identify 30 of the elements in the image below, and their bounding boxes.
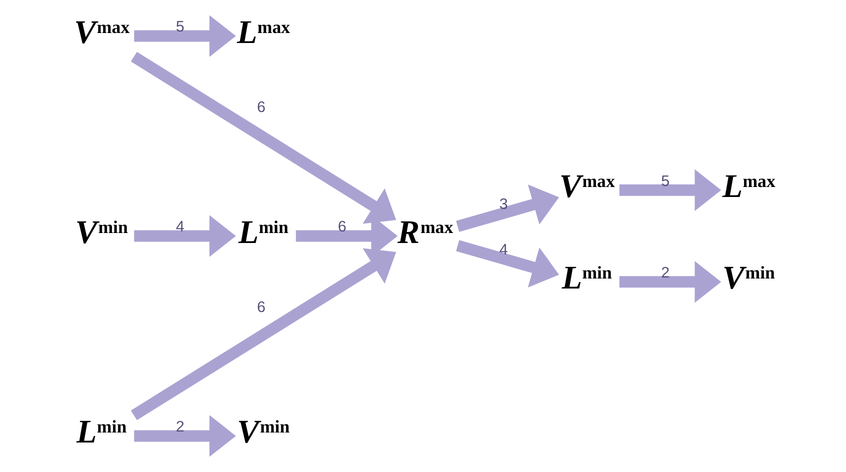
node-text: V$^{min}$ bbox=[75, 214, 128, 251]
edge-label: 6 bbox=[338, 218, 346, 236]
edge-label: 2 bbox=[176, 418, 184, 436]
node-text: L$^{min}$ bbox=[238, 214, 288, 251]
arrow bbox=[134, 215, 236, 257]
arrow bbox=[619, 261, 722, 303]
edge-label: 5 bbox=[661, 172, 670, 190]
edge-label: 5 bbox=[176, 18, 184, 36]
arrow bbox=[456, 240, 560, 288]
edge-label: 3 bbox=[499, 196, 508, 213]
edge-label: 6 bbox=[256, 298, 266, 316]
node-text: L$^{min}$ bbox=[76, 414, 127, 451]
node-text: V$^{min}$ bbox=[237, 414, 290, 451]
arrow bbox=[134, 415, 236, 457]
node-text: R$^{max}$ bbox=[398, 214, 454, 251]
edge-label: 4 bbox=[176, 218, 184, 236]
edge-label: 4 bbox=[499, 242, 508, 259]
arrow bbox=[134, 15, 236, 57]
arrow bbox=[619, 169, 722, 211]
node-text: V$^{max}$ bbox=[74, 14, 130, 51]
edge-label: 6 bbox=[256, 98, 266, 116]
node-text: V$^{min}$ bbox=[722, 260, 775, 297]
arrow bbox=[130, 52, 396, 224]
node-text: L$^{max}$ bbox=[237, 14, 290, 51]
node-text: V$^{max}$ bbox=[559, 168, 615, 205]
edge-label: 2 bbox=[661, 264, 670, 282]
arrow bbox=[456, 184, 560, 232]
node-text: L$^{max}$ bbox=[722, 168, 776, 205]
node-text: L$^{min}$ bbox=[562, 260, 612, 297]
arrow bbox=[130, 248, 396, 420]
